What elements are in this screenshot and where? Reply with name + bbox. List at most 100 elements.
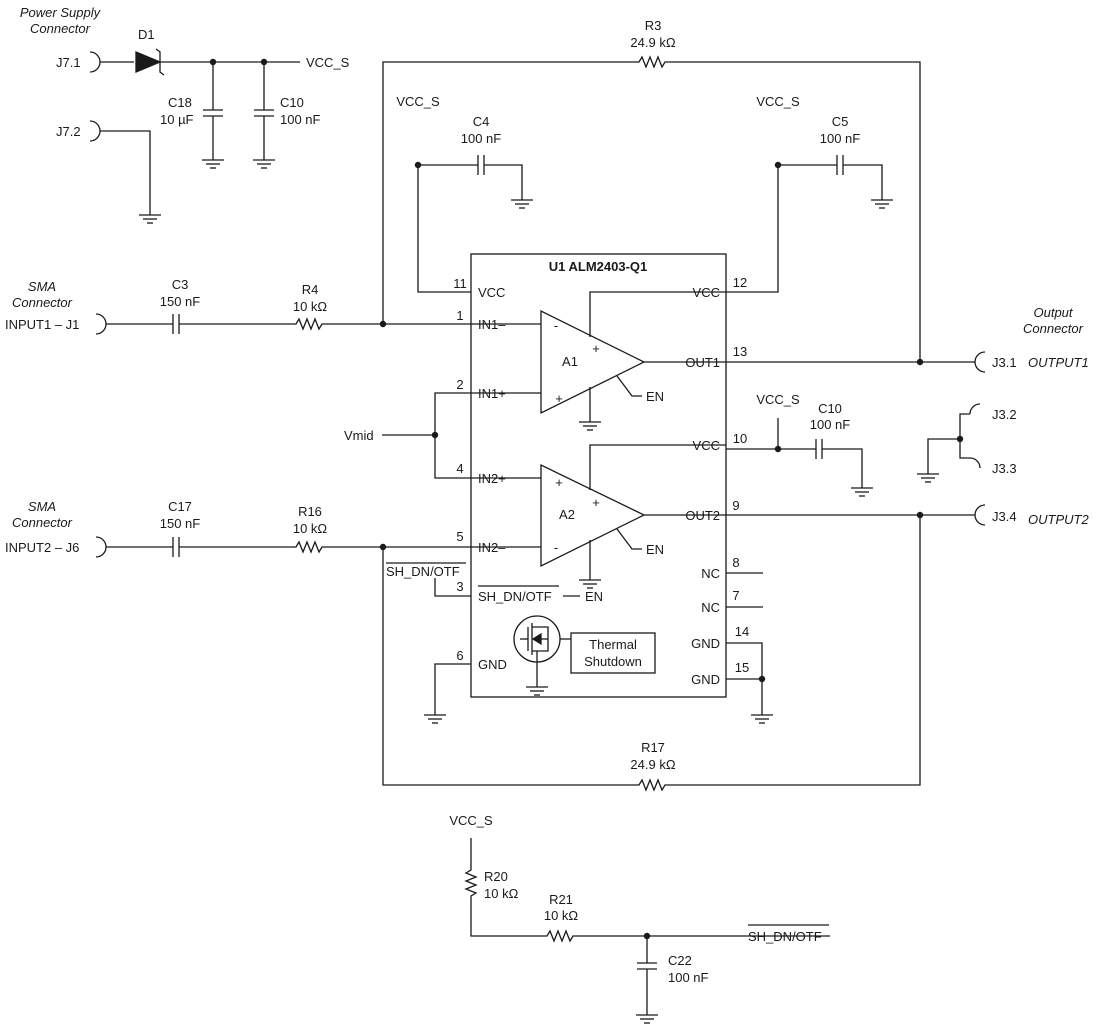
label-c10: C10: [280, 95, 304, 110]
thermal-label-2: Shutdown: [584, 654, 642, 669]
resistor-r17-icon: [634, 779, 672, 791]
pin-label-in1m: IN1–: [478, 317, 506, 332]
pin-num-13: 13: [733, 344, 747, 359]
input2-heading-1: SMA: [28, 499, 56, 514]
label-vcc-s-right: VCC_S: [756, 94, 800, 109]
ground-icon: [252, 149, 276, 169]
label-r20: R20: [484, 869, 508, 884]
label-c10b: C10: [818, 401, 842, 416]
pin-label-in2p: IN2+: [478, 471, 506, 486]
label-output2: OUTPUT2: [1028, 512, 1089, 527]
diode-d1-icon: [135, 51, 162, 73]
ground-icon: [510, 189, 534, 209]
resistor-r16-icon: [291, 541, 329, 553]
label-c18: C18: [168, 95, 192, 110]
power-heading-1: Power Supply: [20, 5, 102, 20]
label-j33: J3.3: [992, 461, 1017, 476]
label-r3: R3: [645, 18, 662, 33]
connector-j6-icon: [95, 536, 107, 558]
pin-num-9: 9: [732, 498, 739, 513]
label-a1: A1: [562, 354, 578, 369]
label-vcc-s: VCC_S: [306, 55, 350, 70]
junction-dots: [209, 58, 964, 940]
a2-minus-sign: -: [554, 540, 558, 555]
resistor-r4-icon: [291, 318, 329, 330]
labels: Power Supply Connector J7.1 J7.2 D1 VCC_…: [5, 5, 1089, 985]
pin-num-11: 11: [453, 276, 467, 291]
power-heading-2: Connector: [30, 21, 91, 36]
connector-j34-icon: [974, 504, 986, 526]
label-en-a2: EN: [646, 542, 664, 557]
amplifier-a2-icon: [540, 463, 646, 568]
pin-label-gnd-l: GND: [478, 657, 507, 672]
pin-label-vcc-l: VCC: [478, 285, 505, 300]
pin-num-7: 7: [732, 588, 739, 603]
capacitor-c22-icon: [636, 962, 658, 970]
label-c3-value: 150 nF: [160, 294, 201, 309]
label-shdn-net: SH_DN/OTF: [386, 564, 460, 579]
label-r4-value: 10 kΩ: [293, 299, 328, 314]
label-input2: INPUT2 – J6: [5, 540, 79, 555]
thermal-label-1: Thermal: [589, 637, 637, 652]
label-c22-value: 100 nF: [668, 970, 709, 985]
label-d1: D1: [138, 27, 155, 42]
pin-num-4: 4: [456, 461, 463, 476]
wiring: [89, 48, 986, 1024]
capacitor-c17-icon: [172, 536, 180, 558]
label-c5: C5: [832, 114, 849, 129]
label-j31: J3.1: [992, 355, 1017, 370]
pin-num-6: 6: [456, 648, 463, 663]
pin-label-in1p: IN1+: [478, 386, 506, 401]
capacitor-c10-icon: [815, 438, 823, 460]
label-en-shdn: EN: [585, 589, 603, 604]
resistor-r20-icon: [465, 865, 477, 903]
capacitor-c18-icon: [202, 109, 224, 117]
pin-label-nc1: NC: [701, 566, 720, 581]
label-c4: C4: [473, 114, 490, 129]
amplifier-a1-icon: [540, 309, 646, 415]
connector-j1-icon: [95, 313, 107, 335]
connector-j32-icon: [969, 403, 981, 415]
label-r3-value: 24.9 kΩ: [630, 35, 675, 50]
a2-plus-sign: +: [555, 475, 563, 490]
capacitor-c5-icon: [836, 154, 844, 176]
label-output1: OUTPUT1: [1028, 355, 1089, 370]
label-vcc-s-left: VCC_S: [396, 94, 440, 109]
ground-icon: [578, 411, 602, 431]
pin-num-12: 12: [733, 275, 747, 290]
label-r17-value: 24.9 kΩ: [630, 757, 675, 772]
label-c10b-value: 100 nF: [810, 417, 851, 432]
pin-num-8: 8: [732, 555, 739, 570]
pin-num-1: 1: [456, 308, 463, 323]
pin-label-vcc-r1: VCC: [693, 285, 720, 300]
output-heading-2: Connector: [1023, 321, 1084, 336]
label-vcc-s-pullup: VCC_S: [449, 813, 493, 828]
label-c5-value: 100 nF: [820, 131, 861, 146]
label-shdn-pullup: SH_DN/OTF: [748, 929, 822, 944]
input2-heading-2: Connector: [12, 515, 73, 530]
pin-label-vcc-r2: VCC: [693, 438, 720, 453]
ic-u1-body: [470, 253, 727, 698]
a1-minus-sign: -: [554, 318, 558, 333]
thermal-shutdown-block: [570, 632, 656, 674]
pin-label-out1: OUT1: [685, 355, 720, 370]
ground-icon: [525, 676, 549, 696]
label-c4-value: 100 nF: [461, 131, 502, 146]
ground-icon: [870, 189, 894, 209]
pin-label-out2: OUT2: [685, 508, 720, 523]
label-c22: C22: [668, 953, 692, 968]
resistor-r21-icon: [542, 930, 580, 942]
ground-icon: [850, 477, 874, 497]
pin-label-nc2: NC: [701, 600, 720, 615]
label-r20-value: 10 kΩ: [484, 886, 519, 901]
pin-num-3: 3: [456, 579, 463, 594]
label-vmid: Vmid: [344, 428, 374, 443]
pin-label-gnd-r2: GND: [691, 672, 720, 687]
a1-plus-sign: +: [555, 391, 563, 406]
label-input1: INPUT1 – J1: [5, 317, 79, 332]
label-r17: R17: [641, 740, 665, 755]
label-r16-value: 10 kΩ: [293, 521, 328, 536]
label-vcc-s-mid: VCC_S: [756, 392, 800, 407]
pin-num-15: 15: [735, 660, 749, 675]
